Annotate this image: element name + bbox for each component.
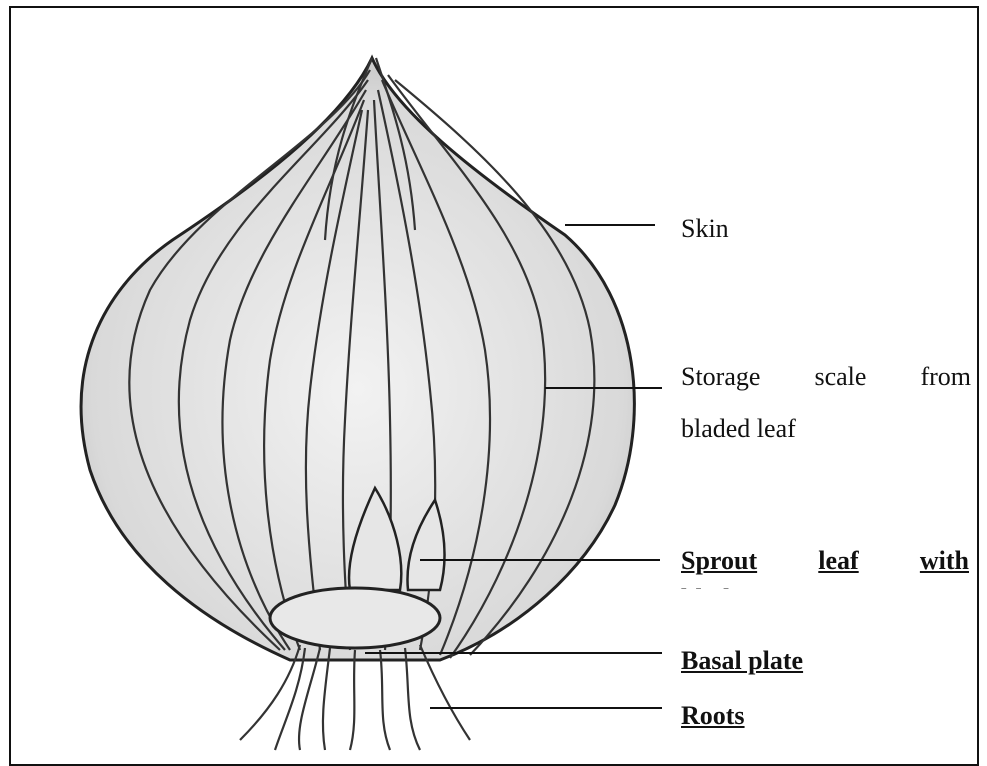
word: scale	[814, 351, 866, 403]
word: with	[920, 535, 969, 587]
label-storage-line1: Storage scale from	[681, 351, 971, 403]
label-basal-plate: Basal plate	[681, 635, 803, 687]
label-roots: Roots	[681, 690, 745, 742]
label-storage-scale: Storage scale from bladed leaf	[681, 351, 971, 455]
label-storage-line2: bladed leaf	[681, 403, 971, 455]
label-sprout-leaf: Sprout leaf with blade	[681, 535, 969, 589]
word: leaf	[818, 535, 858, 587]
word: from	[920, 351, 971, 403]
word: Storage	[681, 351, 760, 403]
label-sprout-line2: blade	[681, 584, 742, 589]
label-skin: Skin	[681, 203, 729, 255]
basal-plate	[270, 588, 440, 648]
